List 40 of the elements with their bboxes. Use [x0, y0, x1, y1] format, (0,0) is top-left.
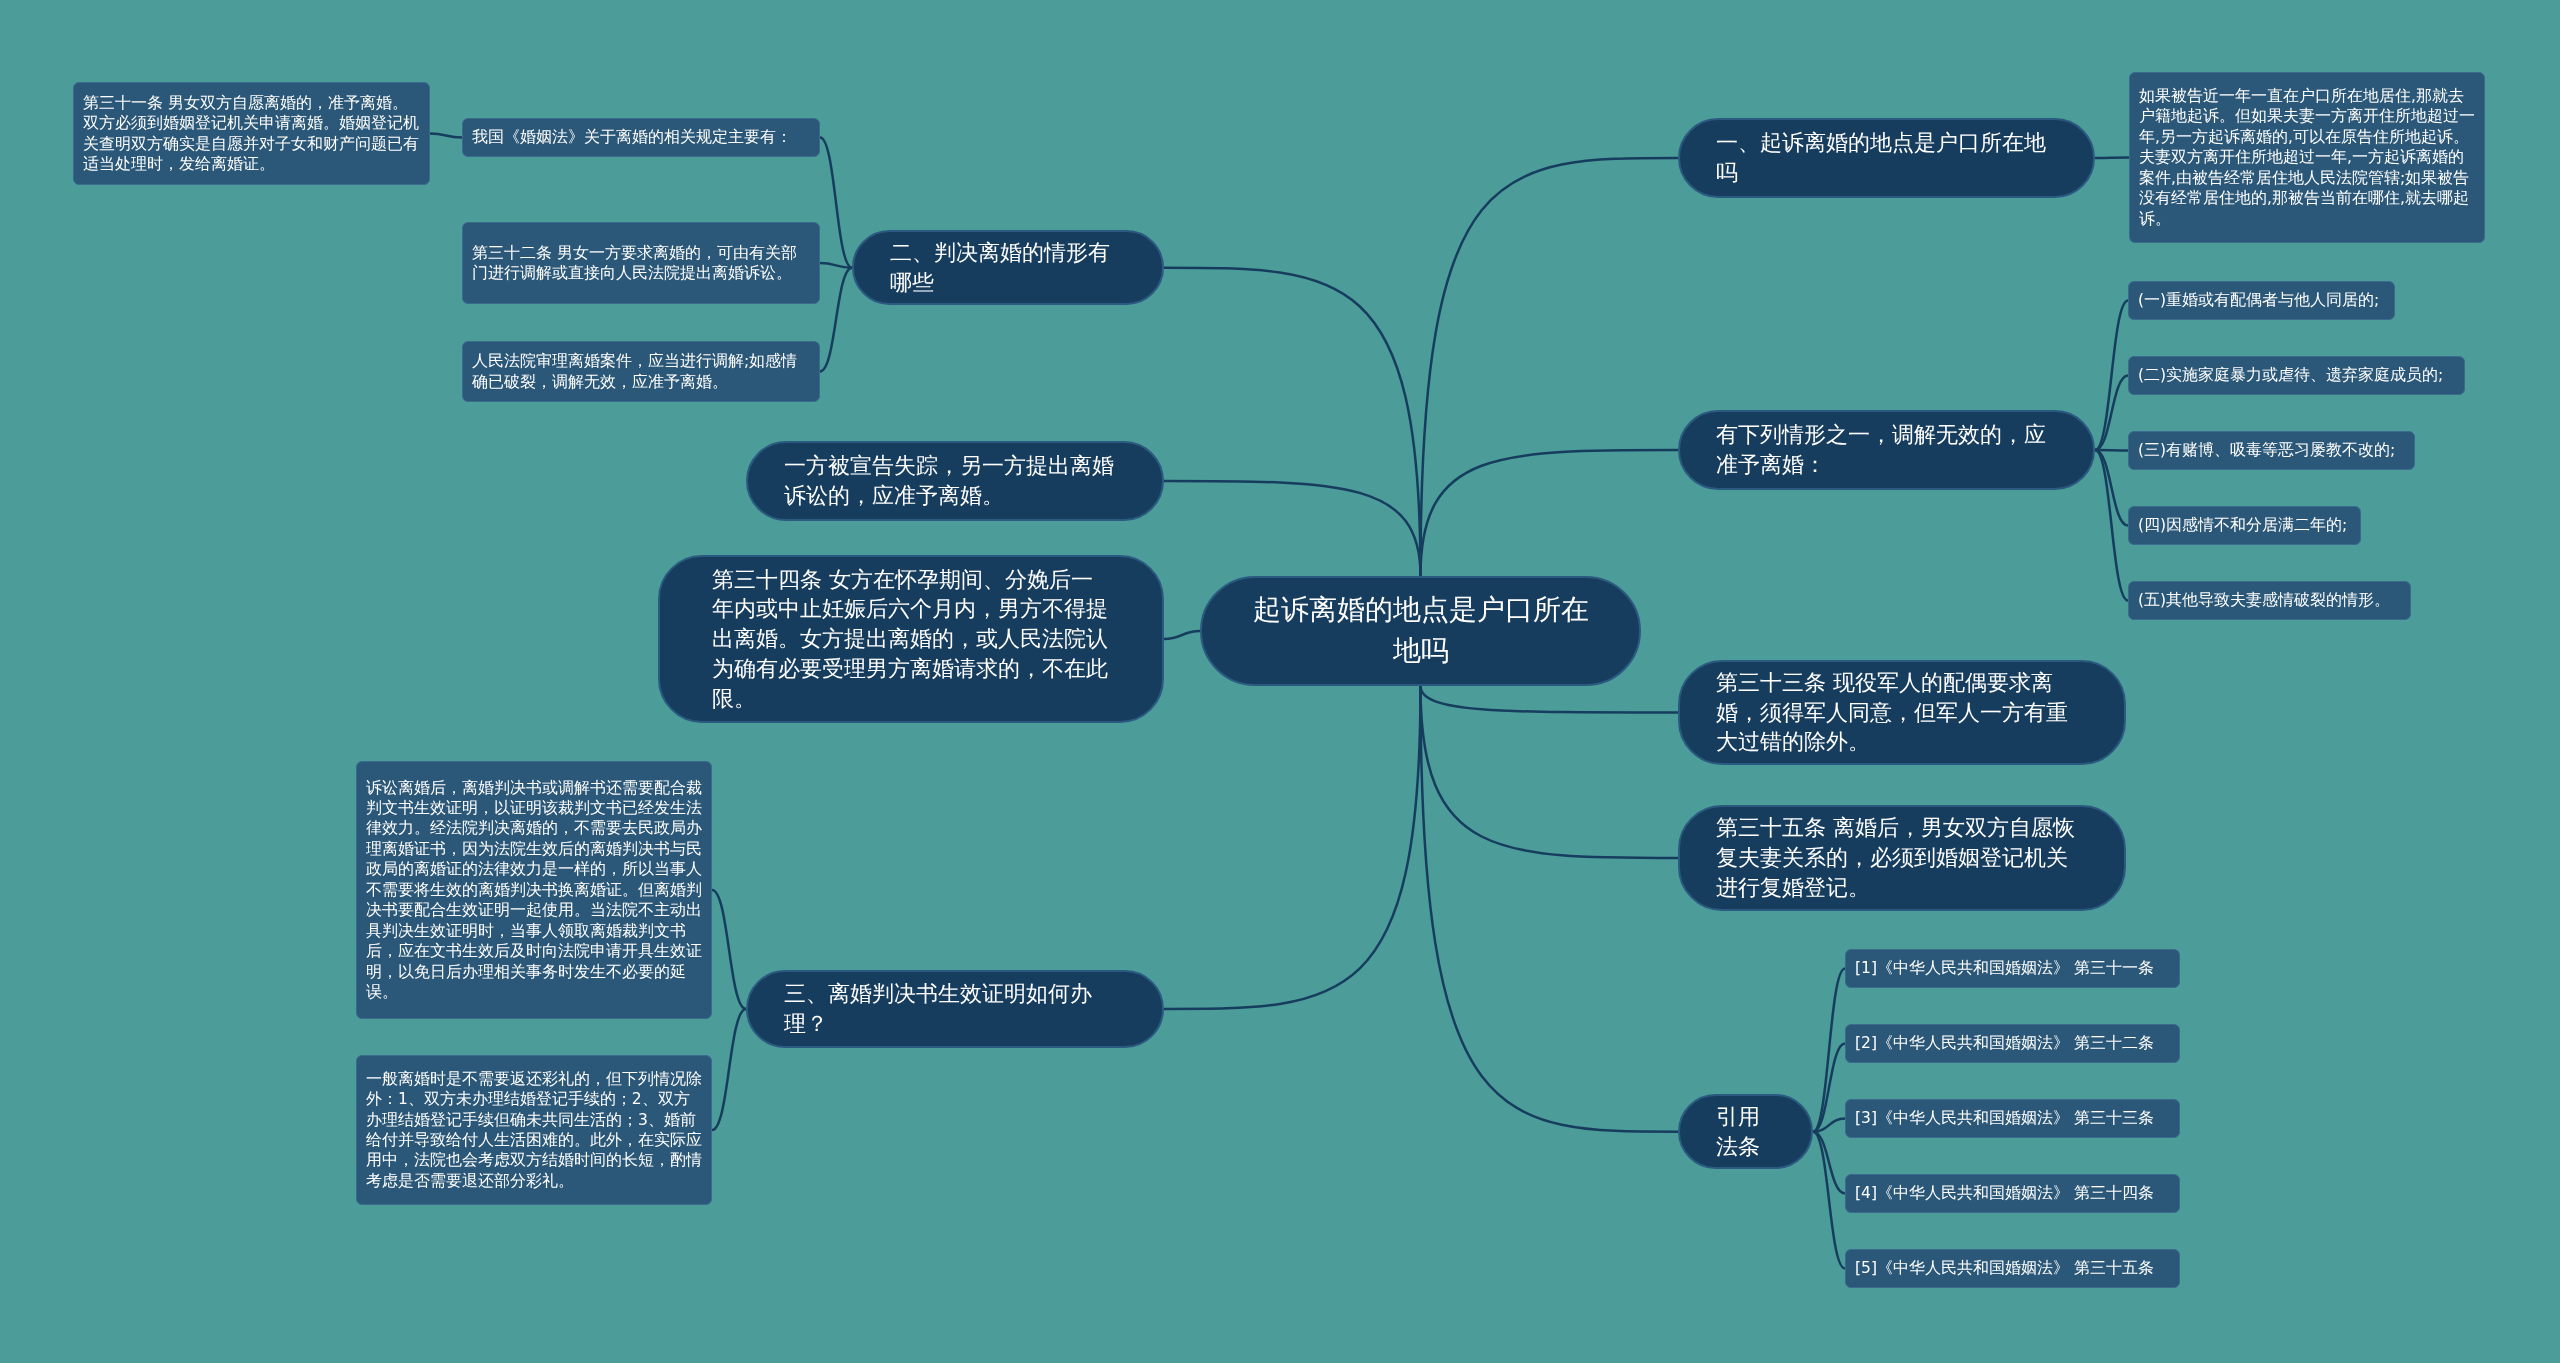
- note-box: (三)有赌博、吸毒等恶习屡教不改的;: [2128, 431, 2415, 470]
- note-box: [3]《中华人民共和国婚姻法》 第三十三条: [1845, 1099, 2180, 1138]
- note-box: 诉讼离婚后，离婚判决书或调解书还需要配合裁判文书生效证明，以证明该裁判文书已经发生法律效力。经法院判决离婚的，不需要去民政局办理离婚证书，因为法院生效后的离婚判决书与民政局的离婚证的法律效力是一样的，所以当事人不需要将生效的离婚判决书换离婚证。但离婚判决书要配合生效证明一起使用。当法院不主动出具判决生效证明时，当事人领取离婚裁判文书后，应在文书生效后及时向法院申请开具生效证明，以免日后办理相关事务时发生不必要的延误。: [356, 761, 712, 1019]
- connector: [1163, 629, 1201, 641]
- note-box: 如果被告近一年一直在户口所在地居住,那就去户籍地起诉。但如果夫妻一方离开住所地超过一年,另一方起诉离婚的,可以在原告住所地起诉。夫妻双方离开住所地超过一年,一方起诉离婚的案件,由被告经常居住地人民法院管辖;如果被告没有经常居住地的,那被告当前在哪住,就去哪起诉。: [2129, 72, 2485, 243]
- topic-pill: 引用法条: [1678, 1094, 1813, 1170]
- topic-pill: 第三十五条 离婚后，男女双方自愿恢复夫妻关系的，必须到婚姻登记机关进行复婚登记。: [1678, 805, 2126, 911]
- connector: [1164, 479, 1422, 577]
- topic-pill: 二、判决离婚的情形有哪些: [852, 230, 1164, 306]
- topic-pill: 一方被宣告失踪，另一方提出离婚诉讼的，应准予离婚。: [746, 441, 1164, 521]
- note-box: 人民法院审理离婚案件，应当进行调解;如感情确已破裂，调解无效，应准予离婚。: [462, 341, 820, 402]
- connector: [819, 136, 853, 269]
- note-box: (五)其他导致夫妻感情破裂的情形。: [2128, 581, 2411, 620]
- connector: [2094, 299, 2129, 451]
- note-box: [1]《中华人民共和国婚姻法》 第三十一条: [1845, 949, 2180, 988]
- topic-pill: 第三十三条 现役军人的配偶要求离婚，须得军人同意，但军人一方有重大过错的除外。: [1678, 660, 2126, 766]
- note-box: (二)实施家庭暴力或虐待、遗弃家庭成员的;: [2128, 356, 2465, 395]
- topic-pill: 三、离婚判决书生效证明如何办理？: [746, 970, 1164, 1048]
- note-box: [2]《中华人民共和国婚姻法》 第三十二条: [1845, 1024, 2180, 1063]
- note-box: (一)重婚或有配偶者与他人同居的;: [2128, 281, 2395, 320]
- note-box: [5]《中华人民共和国婚姻法》 第三十五条: [1845, 1249, 2180, 1288]
- connector: [819, 266, 853, 373]
- connector: [2094, 448, 2129, 527]
- connector: [2095, 156, 2129, 160]
- note-box: 第三十一条 男女双方自愿离婚的，准予离婚。双方必须到婚姻登记机关申请离婚。婚姻登记机关查明双方确实是自愿并对子女和财产问题已有适当处理时，发给离婚证。: [73, 82, 430, 185]
- connector: [711, 888, 747, 1011]
- connector: [429, 132, 463, 139]
- connector: [711, 1007, 747, 1132]
- topic-pill: 一、起诉离婚的地点是户口所在地吗: [1678, 118, 2095, 198]
- topic-pill: 第三十四条 女方在怀孕期间、分娩后一年内或中止妊娠后六个月内，男方不得提出离婚。女方提出离婚的，或人民法院认为确有必要受理男方离婚请求的，不在此限。: [658, 555, 1164, 723]
- connector: [2094, 449, 2129, 602]
- note-box: 第三十二条 男女一方要求离婚的，可由有关部门进行调解或直接向人民法院提出离婚诉讼。: [462, 222, 820, 304]
- connector: [2094, 374, 2129, 452]
- topic-pill: 有下列情形之一，调解无效的，应准予离婚：: [1678, 410, 2095, 490]
- connector: [1812, 1130, 1846, 1270]
- note-box: 一般离婚时是不需要返还彩礼的，但下列情况除外：1、双方未办理结婚登记手续的；2、双方办理结婚登记手续但确未共同生活的；3、婚前给付并导致给付人生活困难的。此外，在实际应用中，法院也会考虑双方结婚时间的长短，酌情考虑是否需要退还部分彩礼。: [356, 1055, 712, 1205]
- note-box: (四)因感情不和分居满二年的;: [2128, 506, 2361, 545]
- central-topic: 起诉离婚的地点是户口所在地吗: [1200, 576, 1641, 686]
- note-box: 我国《婚姻法》关于离婚的相关规定主要有：: [462, 118, 820, 157]
- note-box: [4]《中华人民共和国婚姻法》 第三十四条: [1845, 1174, 2180, 1213]
